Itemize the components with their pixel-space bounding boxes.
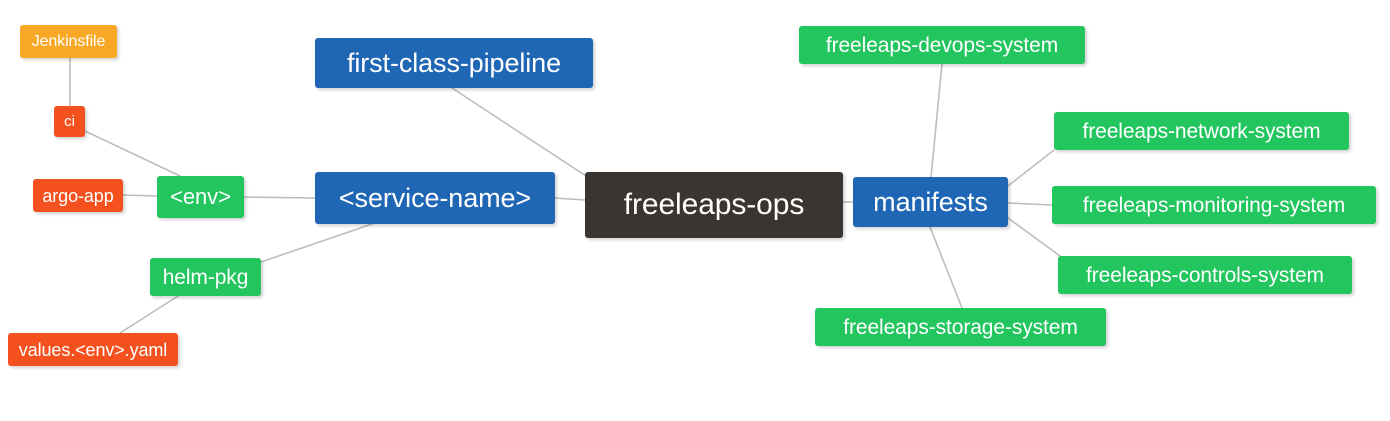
edge-manifests-storage xyxy=(929,226,963,309)
edge-manifests-controls xyxy=(1007,217,1061,257)
mindmap-node-freeleaps-monitoring-system[interactable]: freeleaps-monitoring-system xyxy=(1052,186,1376,224)
edge-values-helm xyxy=(119,295,179,334)
edge-manifests-network xyxy=(1007,149,1055,187)
edge-env-service xyxy=(243,196,316,199)
mindmap-node-freeleaps-network-system[interactable]: freeleaps-network-system xyxy=(1054,112,1349,150)
mindmap-node-label: freeleaps-controls-system xyxy=(1086,263,1324,287)
edge-manifests-monitoring xyxy=(1007,202,1053,206)
mindmap-node-ci[interactable]: ci xyxy=(54,106,85,137)
mindmap-node-label: <env> xyxy=(170,184,231,209)
edge-service-root xyxy=(554,197,586,201)
mindmap-node-label: values.<env>.yaml xyxy=(18,339,168,360)
edge-manifests-devops xyxy=(930,63,943,178)
mindmap-node-argo-app[interactable]: argo-app xyxy=(33,179,123,212)
mindmap-node-label: freeleaps-storage-system xyxy=(843,315,1078,339)
mindmap-node-freeleaps-devops-system[interactable]: freeleaps-devops-system xyxy=(799,26,1085,64)
edge-pipeline-root xyxy=(451,87,587,177)
mindmap-node-jenkinsfile[interactable]: Jenkinsfile xyxy=(20,25,117,58)
mindmap-node-label: argo-app xyxy=(42,185,114,206)
mindmap-node-helm-pkg[interactable]: helm-pkg xyxy=(150,258,261,296)
mindmap-node-label: manifests xyxy=(873,186,988,217)
mindmap-node-env[interactable]: <env> xyxy=(157,176,244,218)
mindmap-node-freeleaps-ops[interactable]: freeleaps-ops xyxy=(585,172,843,238)
mindmap-node-manifests[interactable]: manifests xyxy=(853,177,1008,227)
mindmap-node-label: freeleaps-devops-system xyxy=(825,33,1059,57)
mindmap-node-service-name[interactable]: <service-name> xyxy=(315,172,555,224)
mindmap-node-label: freeleaps-network-system xyxy=(1082,119,1321,143)
mindmap-node-label: <service-name> xyxy=(338,182,532,213)
edge-helm-service xyxy=(260,223,373,263)
mindmap-node-label: freeleaps-ops xyxy=(623,188,805,221)
mindmap-node-freeleaps-storage-system[interactable]: freeleaps-storage-system xyxy=(815,308,1106,346)
mindmap-node-label: helm-pkg xyxy=(162,265,249,289)
mindmap-node-label: first-class-pipeline xyxy=(346,47,562,78)
mindmap-node-label: Jenkinsfile xyxy=(31,32,106,50)
mindmap-node-label: freeleaps-monitoring-system xyxy=(1082,193,1346,217)
mindmap-node-freeleaps-controls-system[interactable]: freeleaps-controls-system xyxy=(1058,256,1352,294)
mindmap-node-first-class-pipeline[interactable]: first-class-pipeline xyxy=(315,38,593,88)
edge-ci-env xyxy=(84,130,181,177)
mindmap-node-values-yaml[interactable]: values.<env>.yaml xyxy=(8,333,178,366)
mindmap-node-label: ci xyxy=(64,113,75,130)
edge-argo-env xyxy=(122,194,158,197)
